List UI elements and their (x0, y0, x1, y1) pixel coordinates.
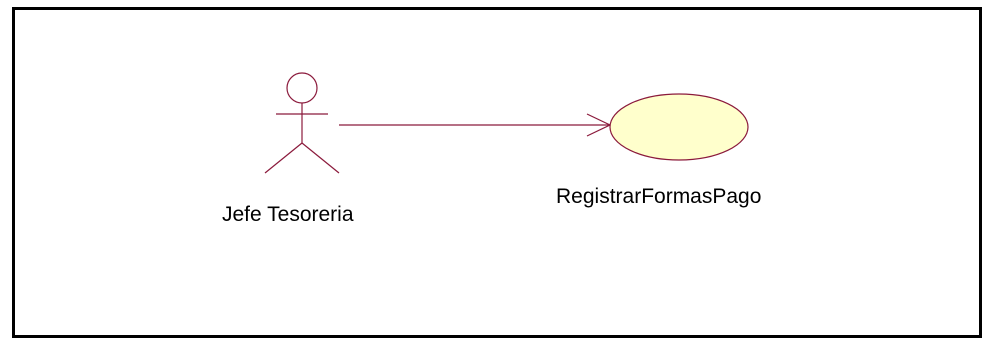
association-arrow (339, 113, 612, 137)
actor-left-leg (264, 142, 303, 174)
diagram-frame (12, 7, 982, 338)
actor-head (286, 72, 318, 104)
use-case-label: RegistrarFormasPago (556, 185, 762, 208)
actor-label: Jefe Tesoreria (222, 203, 354, 226)
use-case-ellipse (609, 93, 749, 161)
actor-figure (264, 72, 340, 174)
actor-right-leg (301, 142, 340, 174)
